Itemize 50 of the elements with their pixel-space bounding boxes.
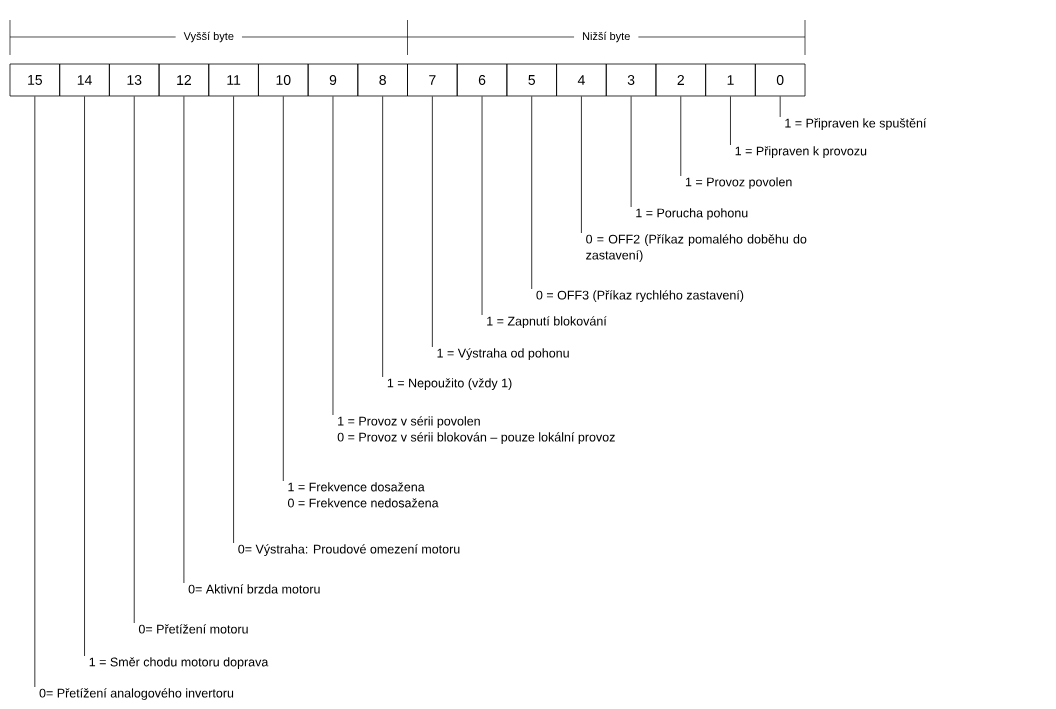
- byte-label: Vyšší byte: [175, 30, 242, 44]
- bit-cell: 8: [357, 63, 408, 97]
- bit-cell: 1: [705, 63, 756, 97]
- bit-description: 1 = Frekvence dosažena 0 = Frekvence nedosažena: [287, 482, 439, 508]
- bit-description: 1 = Výstraha od pohonu: [437, 348, 569, 360]
- bit-description: 1 = Směr chodu motoru doprava: [89, 657, 269, 669]
- leader-line: [481, 96, 483, 316]
- leader-line: [680, 96, 682, 177]
- leader-line: [730, 96, 731, 146]
- leader-line: [332, 96, 334, 416]
- leader-line: [779, 96, 781, 118]
- bit-cell: 6: [456, 63, 508, 97]
- leader-line: [531, 96, 533, 290]
- bit-cell: 2: [655, 63, 707, 97]
- bit-cell: 0: [754, 63, 806, 97]
- bit-description: 0= Přetížení motoru: [138, 624, 248, 634]
- leader-line: [431, 96, 433, 348]
- leader-line: [233, 96, 234, 544]
- bit-cell: 14: [59, 63, 110, 97]
- bit-cell: 5: [506, 63, 557, 97]
- bit-description: 0= Přetížení analogového invertoru: [39, 688, 234, 700]
- leader-line: [34, 96, 36, 688]
- bit-description: 0= Aktivní brzda motoru: [188, 584, 320, 594]
- bit-description: 1 = Porucha pohonu: [636, 208, 748, 220]
- bit-description: 1 = Připraven ke spuštění: [785, 118, 927, 130]
- bit-description: 0 = OFF2 (Příkaz pomalého doběhu do zastavení): [586, 234, 807, 262]
- leader-line: [183, 96, 185, 584]
- bit-cell: 11: [208, 63, 259, 97]
- leader-line: [581, 96, 582, 234]
- leader-line: [630, 96, 632, 208]
- bit-cell: 9: [307, 63, 359, 97]
- bit-cell: 12: [158, 63, 210, 97]
- bit-description: 0= Výstraha: Proudové omezení motoru: [238, 544, 460, 556]
- bit-description: 1 = Zapnutí blokování: [487, 316, 607, 328]
- bit-cell: 13: [108, 63, 160, 97]
- bit-description: 1 = Nepoužito (vždy 1): [387, 378, 512, 390]
- bit-cell: 10: [258, 63, 309, 97]
- bit-cell: 7: [407, 63, 458, 97]
- byte-label: Nižší byte: [574, 30, 639, 44]
- leader-line: [282, 96, 284, 482]
- leader-line: [382, 96, 384, 378]
- bit-description: 1 = Připraven k provozu: [735, 146, 867, 158]
- leader-line: [84, 96, 85, 657]
- bit-cell: 15: [9, 63, 61, 97]
- bit-cell: 4: [556, 63, 607, 97]
- bit-description: 1 = Provoz povolen: [685, 177, 792, 189]
- bit-cell: 3: [605, 63, 657, 97]
- bit-description: 1 = Provoz v sérii povolen 0 = Provoz v sérii blokován – pouze lokální provoz: [337, 416, 615, 444]
- bit-description: 0 = OFF3 (Příkaz rychlého zastavení): [536, 290, 744, 302]
- leader-line: [133, 96, 135, 624]
